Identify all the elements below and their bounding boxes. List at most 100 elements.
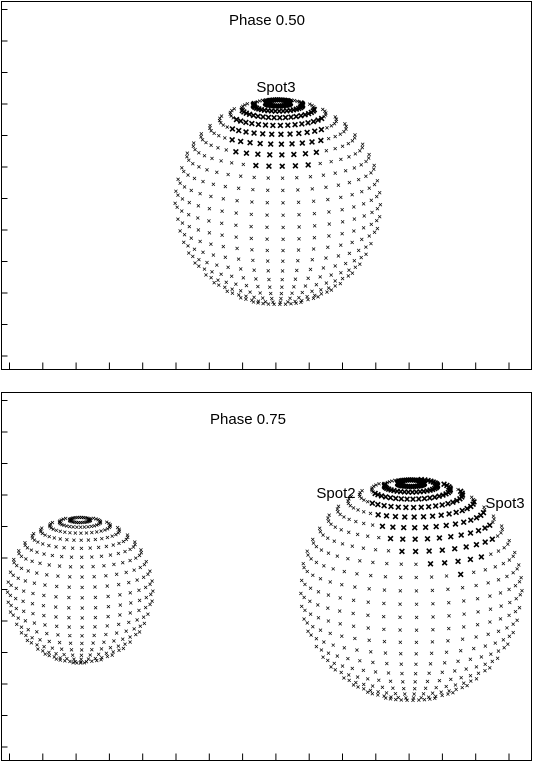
surface-mark [486,632,490,637]
surface-mark [236,293,241,297]
surface-mark [43,652,48,656]
surface-mark [135,578,139,582]
surface-mark [324,185,328,190]
surface-mark [338,132,343,137]
surface-mark [369,171,373,175]
surface-mark [452,669,457,673]
surface-mark [308,267,313,272]
surface-mark [220,209,224,213]
surface-mark [52,536,57,540]
surface-mark [382,694,386,698]
spot-mark [427,560,434,567]
surface-mark [216,145,220,150]
spot-mark [304,129,311,136]
surface-mark [346,274,351,278]
surface-mark [138,624,143,629]
surface-mark [355,571,359,576]
surface-mark [333,171,338,175]
surface-mark [174,189,178,194]
surface-mark [242,103,247,107]
surface-mark [211,182,216,187]
surface-mark [368,573,373,578]
surface-mark [105,654,110,659]
surface-mark [347,517,351,522]
surface-mark [296,248,301,252]
surface-mark [414,615,419,620]
spot-mark [278,141,285,148]
spot-mark [235,127,242,134]
surface-mark [212,131,216,136]
surface-mark [327,210,331,214]
surface-mark [79,657,83,662]
surface-mark [234,235,238,239]
surface-mark [446,638,450,643]
surface-mark [302,595,306,600]
surface-mark [200,137,205,142]
surface-mark [310,289,314,294]
surface-mark [196,228,201,232]
surface-mark [67,575,72,579]
surface-mark [344,124,349,129]
surface-mark [44,631,49,636]
surface-mark [368,511,373,516]
surface-mark [180,166,184,170]
surface-mark [265,200,270,205]
surface-mark [366,626,371,630]
surface-mark [205,260,209,265]
spot-mark [287,131,293,137]
surface-mark [92,523,97,528]
surface-mark [67,615,71,620]
surface-mark [148,602,152,607]
spot-mark [392,513,399,520]
surface-mark [321,655,325,660]
surface-mark [67,595,71,600]
spot-mark [381,502,388,509]
surface-mark [326,245,330,250]
surface-mark [19,554,24,559]
surface-mark [123,549,127,554]
surface-mark [324,256,328,260]
surface-mark [319,292,324,296]
spot-mark [426,495,433,501]
surface-mark [376,535,381,540]
surface-mark [137,553,142,558]
surface-mark [199,134,203,139]
surface-mark [57,640,62,645]
panel-phase-075: Phase 0.75 Spot2 Spot3 [1,392,532,761]
surface-mark [111,650,116,654]
spot-mark [369,500,376,507]
surface-mark [202,153,207,158]
surface-mark [414,575,419,580]
surface-mark [339,270,343,275]
surface-mark [361,668,366,673]
surface-mark [507,538,512,543]
surface-mark [260,296,265,300]
surface-mark [507,613,511,618]
surface-mark [252,175,256,180]
surface-mark [372,182,377,187]
surface-mark [352,136,357,140]
surface-mark [272,302,276,307]
surface-mark [321,266,326,270]
surface-mark [16,549,21,553]
surface-mark [371,560,375,565]
surface-mark [483,668,487,673]
surface-mark [73,659,78,664]
surface-mark [461,681,466,686]
surface-mark [99,529,103,533]
surface-mark [281,188,285,193]
surface-mark [325,536,330,541]
surface-mark [385,561,389,566]
surface-mark [249,212,254,217]
surface-mark [385,661,389,666]
surface-mark [303,284,308,288]
surface-mark [360,145,365,150]
surface-mark [221,123,226,127]
surface-mark [9,583,13,588]
surface-mark [238,174,243,179]
surface-mark [128,558,132,563]
spot-mark [259,130,266,137]
spot-mark [473,541,480,548]
surface-mark [294,175,299,180]
surface-mark [230,291,235,296]
